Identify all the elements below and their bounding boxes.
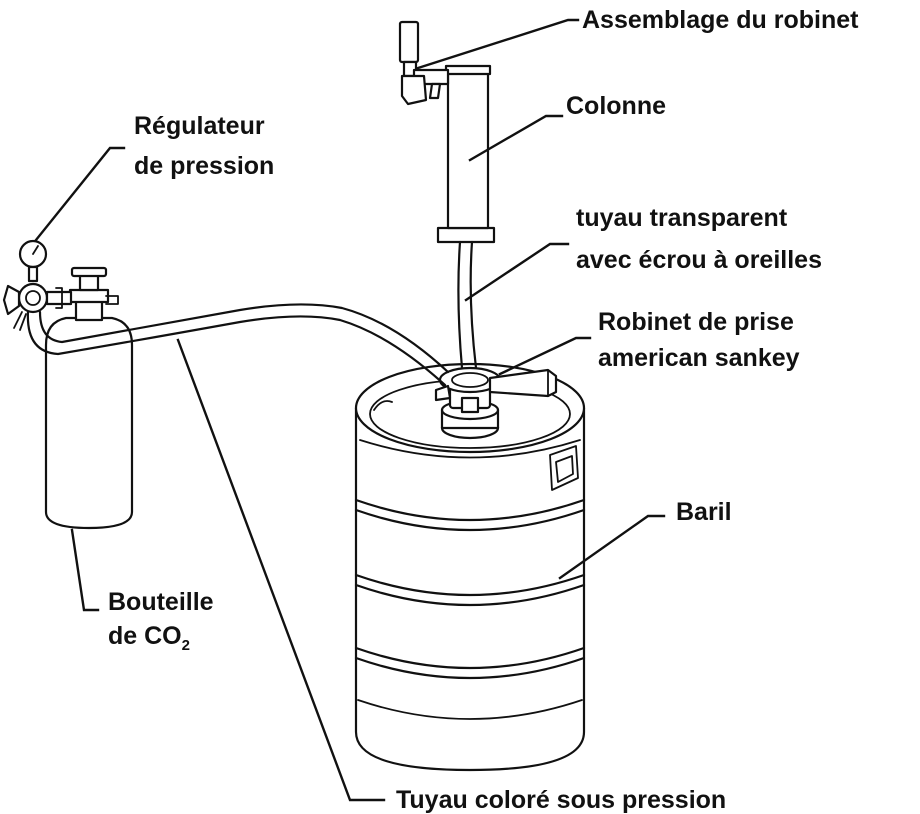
label-co2-subscript: 2 <box>182 637 190 654</box>
label-pressure-regulator-line1: Régulateur <box>134 112 265 140</box>
label-keg: Baril <box>676 498 732 526</box>
clear-hose <box>457 240 478 370</box>
leader-lines <box>34 18 666 802</box>
colored-gas-hose <box>26 303 450 387</box>
sankey-coupler <box>434 366 558 414</box>
pressure-regulator <box>2 239 73 331</box>
label-co2-prefix: de CO <box>108 622 182 650</box>
label-pressure-regulator-line2: de pression <box>134 152 274 180</box>
label-coupler-line2: american sankey <box>598 344 800 372</box>
keg <box>354 362 586 772</box>
label-coupler-line1: Robinet de prise <box>598 308 794 336</box>
label-co2-bottle-line2: de CO2 <box>108 622 190 654</box>
label-co2-bottle-line1: Bouteille <box>108 588 214 616</box>
label-column: Colonne <box>566 92 666 120</box>
label-faucet-assembly: Assemblage du robinet <box>582 6 859 34</box>
co2-bottle <box>44 266 134 530</box>
tower-column <box>436 64 496 244</box>
faucet-assembly <box>398 20 450 106</box>
label-clear-hose-line1: tuyau transparent <box>576 204 788 232</box>
label-colored-hose: Tuyau coloré sous pression <box>396 786 726 814</box>
label-clear-hose-line2: avec écrou à oreilles <box>576 246 822 274</box>
